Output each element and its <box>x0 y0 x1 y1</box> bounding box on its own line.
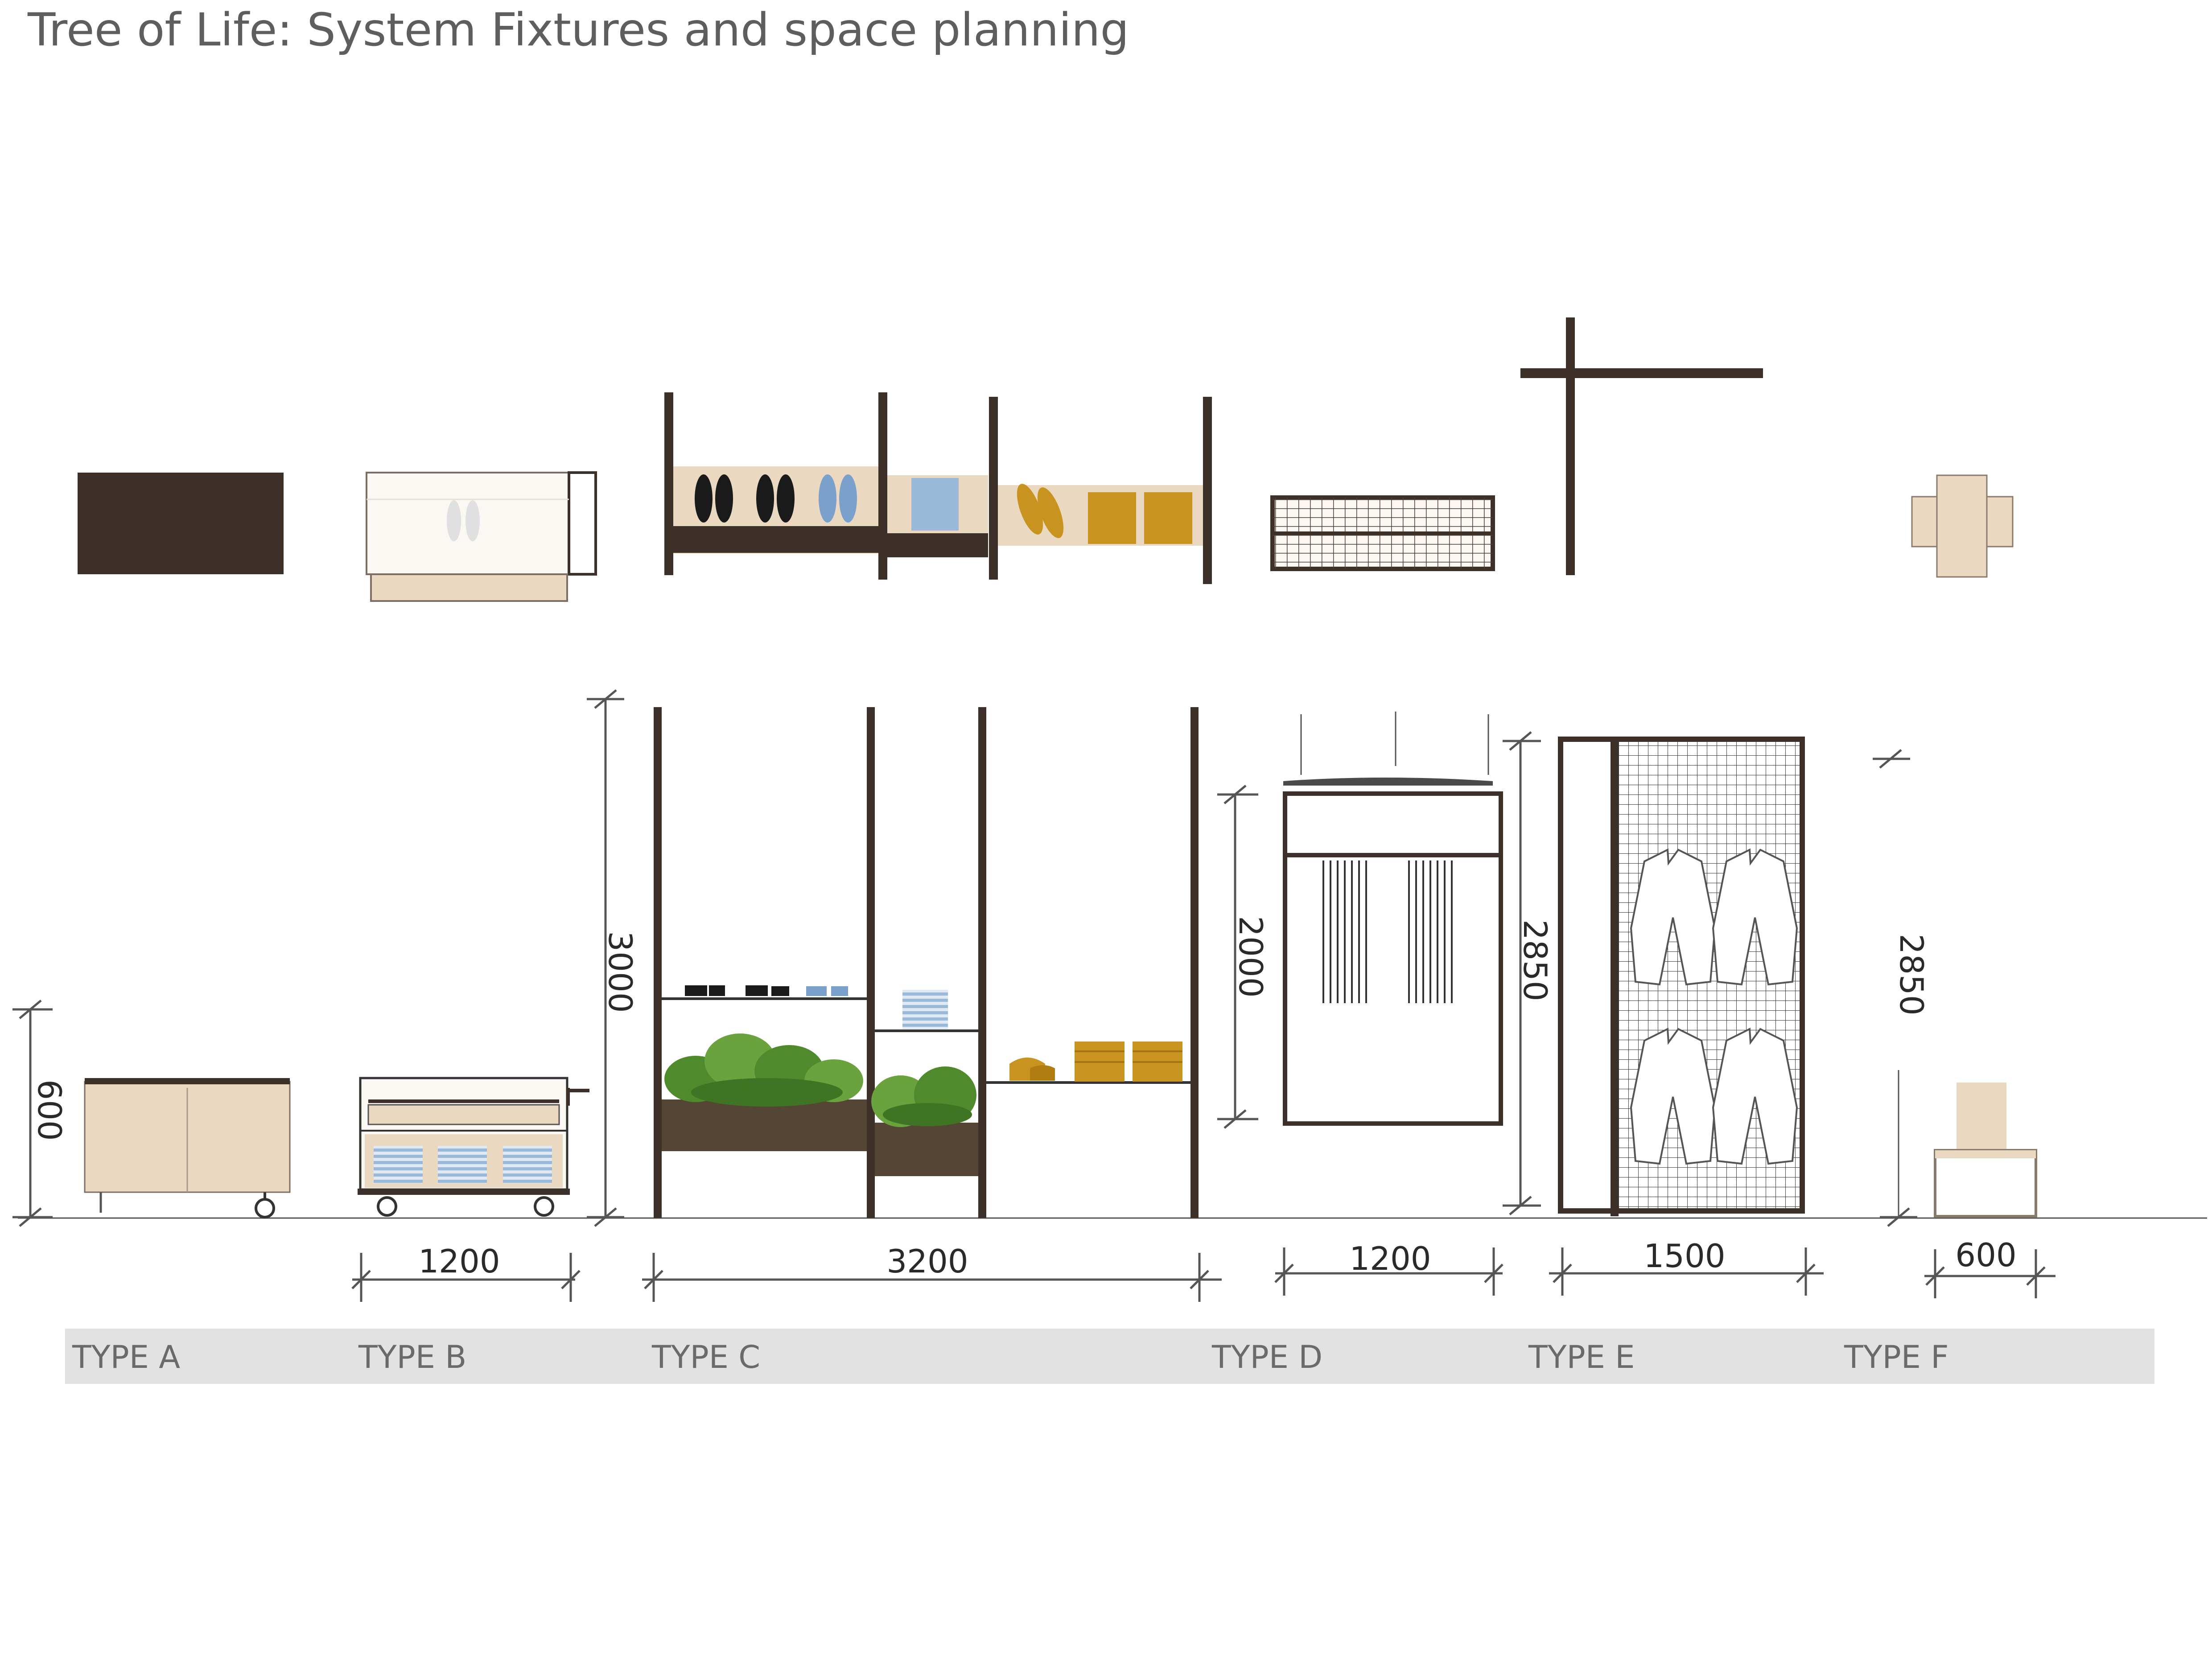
dim-type-d-height: 2000 <box>1232 916 1269 997</box>
type-d-label: TYPE D <box>1211 1339 1322 1375</box>
dim-type-c-width: 3200 <box>886 1243 968 1280</box>
elevation-type-e <box>1558 737 1805 1216</box>
type-a-label: TYPE A <box>72 1339 180 1375</box>
elevation-type-b <box>358 1077 589 1217</box>
dim-type-a-height: 600 <box>31 1079 68 1140</box>
dim-type-e-width: 1500 <box>1644 1237 1725 1275</box>
type-f-label: TYPE F <box>1844 1339 1948 1375</box>
dimension-lines <box>12 689 2055 1302</box>
dim-type-f-height: 2850 <box>1893 934 1930 1015</box>
elevation-type-c <box>654 707 1199 1218</box>
plan-type-b <box>366 471 597 602</box>
plan-type-f <box>1911 474 2014 578</box>
shoe-icon <box>685 985 848 996</box>
plan-type-c <box>664 392 1212 584</box>
type-b-label: TYPE B <box>358 1339 466 1375</box>
plant-foliage <box>664 1033 976 1127</box>
page-title: Tree of Life: System Fixtures and space … <box>28 4 1129 57</box>
dim-type-d-width: 1200 <box>1349 1240 1431 1277</box>
dim-type-f-width: 600 <box>1955 1236 2016 1274</box>
dim-type-b-width: 1200 <box>418 1243 500 1280</box>
elevation-type-d <box>1283 712 1503 1126</box>
dim-type-e-height: 2850 <box>1516 919 1554 1001</box>
hanger-icon <box>1322 860 1453 1003</box>
type-label-band <box>65 1329 2154 1384</box>
type-e-label: TYPE E <box>1528 1339 1635 1375</box>
plan-type-d <box>1270 495 1495 571</box>
shoe-icon <box>695 474 857 523</box>
plan-type-e <box>1520 317 1763 575</box>
plan-type-a <box>78 473 284 574</box>
elevation-type-f <box>1898 1070 2037 1218</box>
type-c-label: TYPE C <box>651 1339 760 1375</box>
dim-type-c-height: 3000 <box>601 931 639 1013</box>
jacket-icon <box>1630 848 1798 1165</box>
elevation-type-a <box>84 1078 291 1219</box>
